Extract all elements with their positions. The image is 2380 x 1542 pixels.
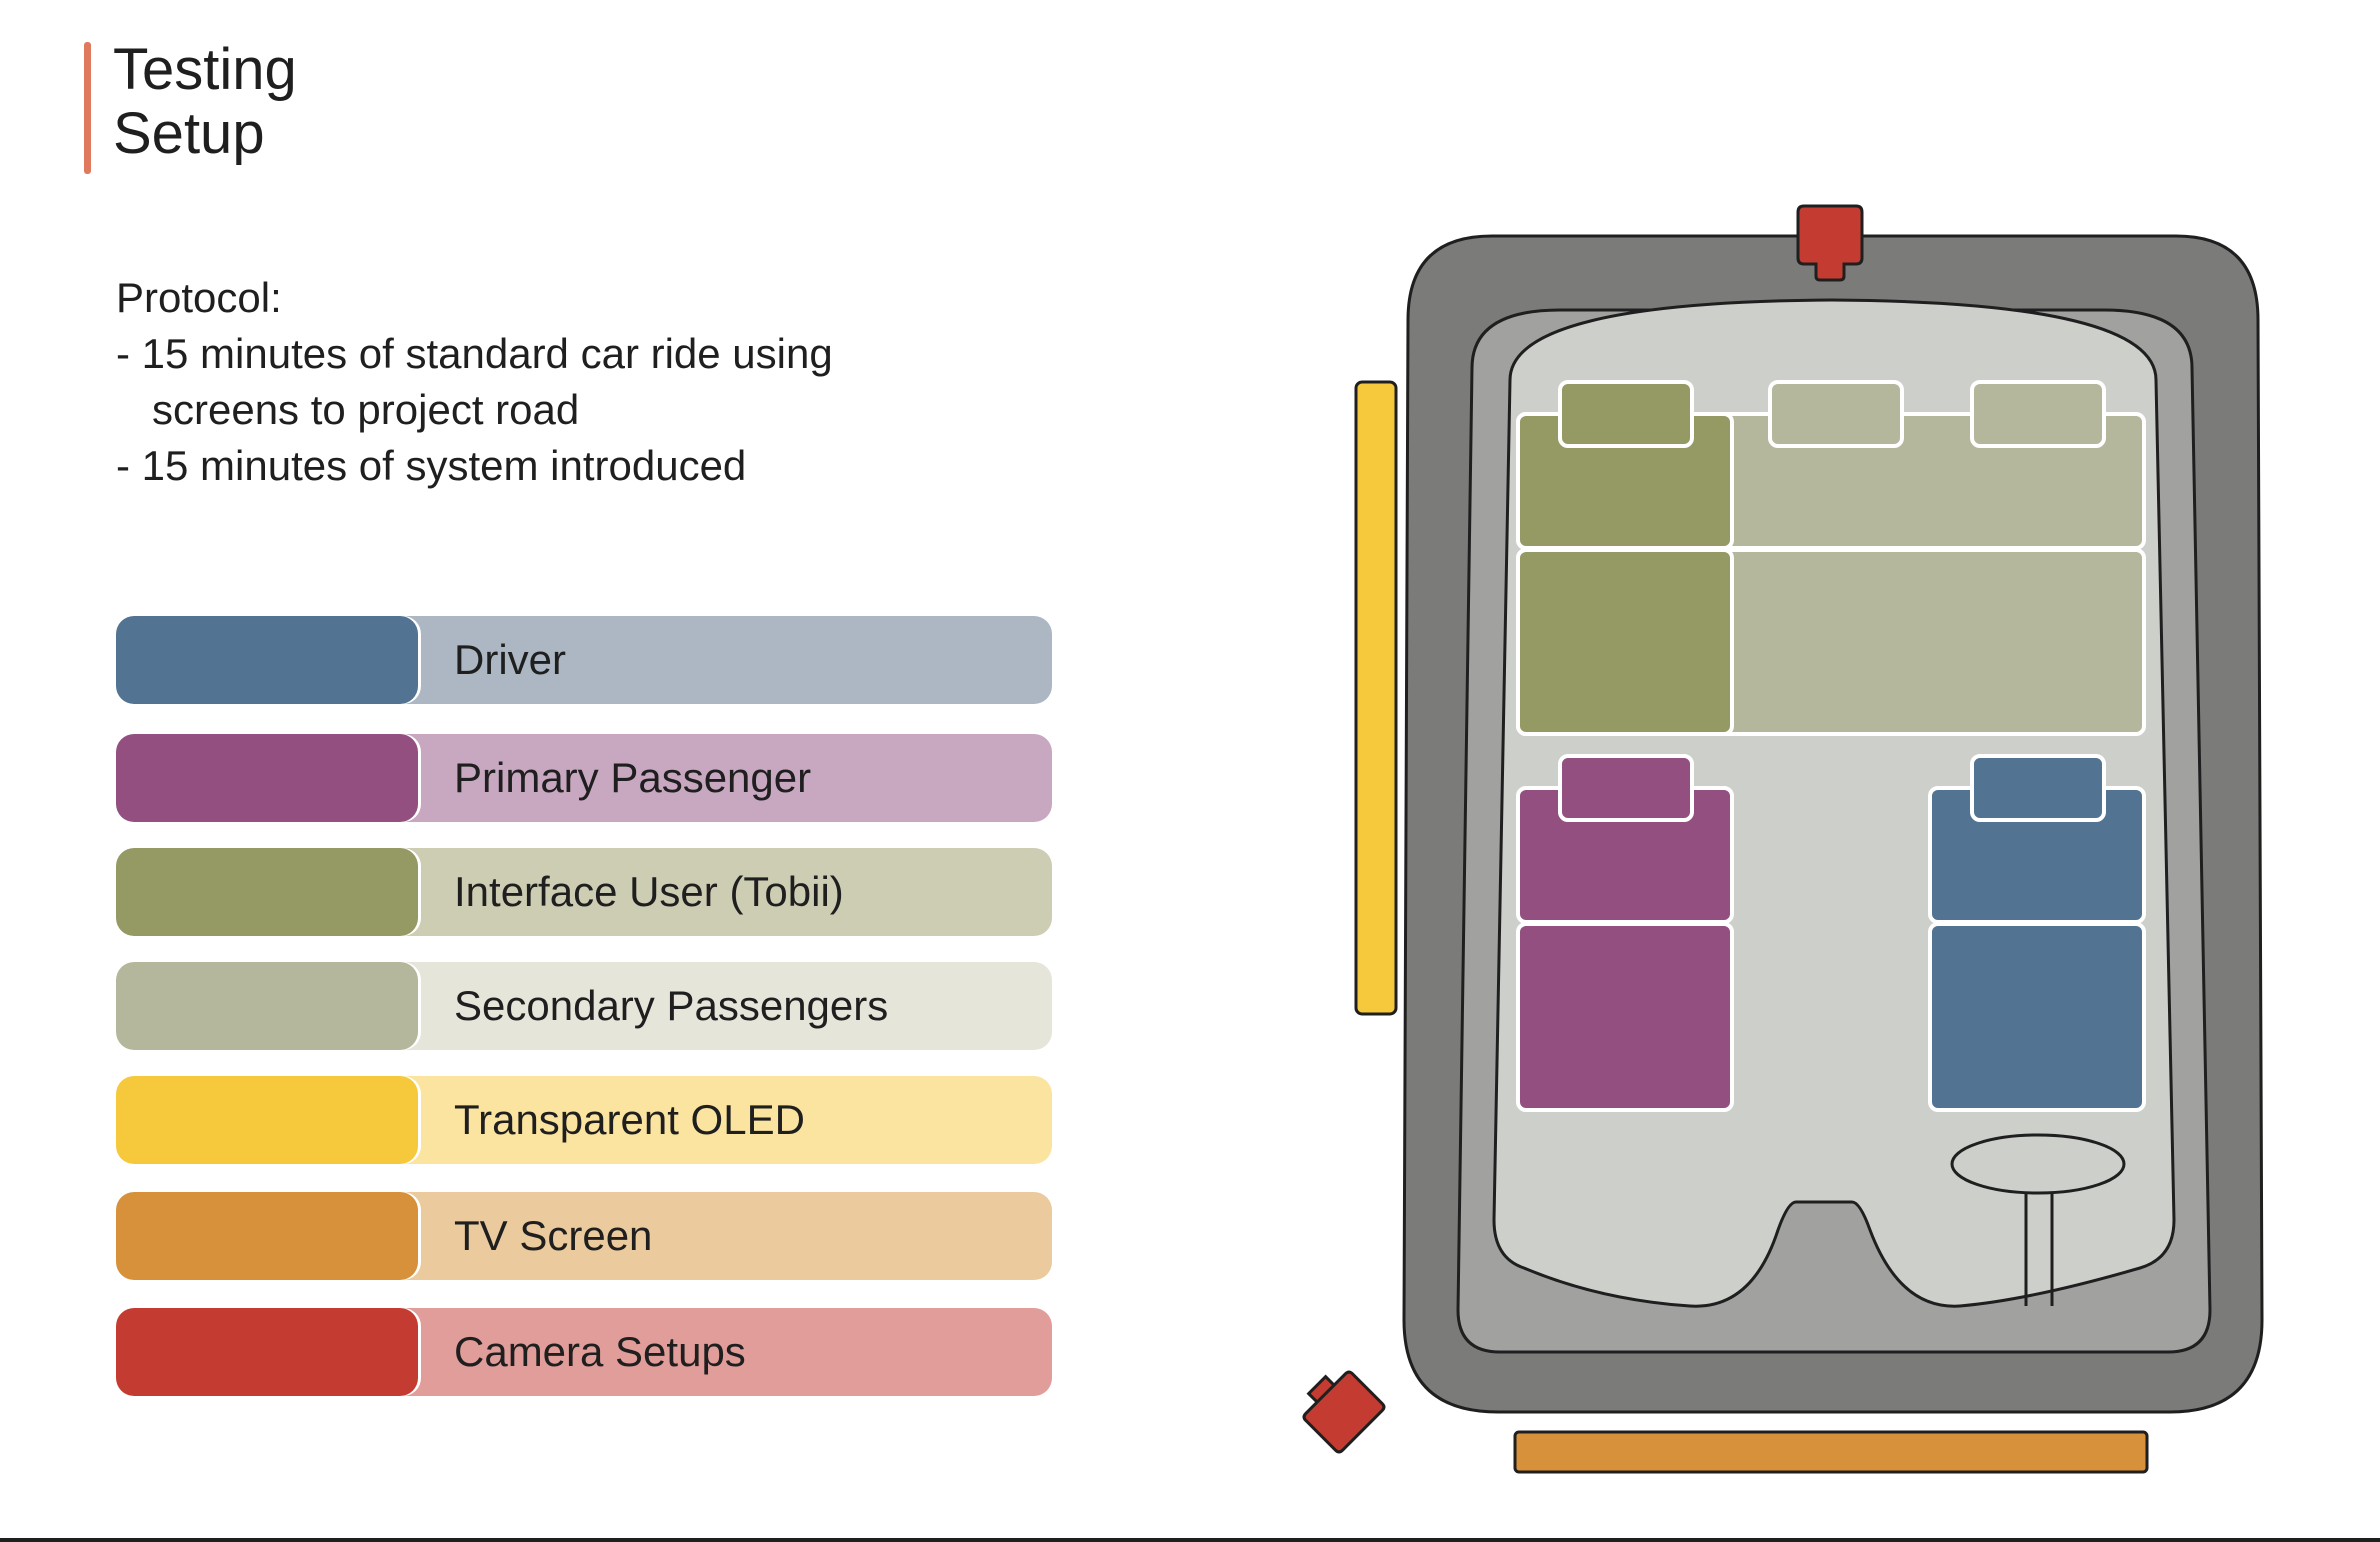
- interface-user-headrest: [1558, 380, 1694, 448]
- bottom-rule: [0, 1538, 2380, 1542]
- primary-passenger-seat: [1516, 922, 1734, 1112]
- driver-seat: [1928, 922, 2146, 1112]
- protocol-line-1: - 15 minutes of standard car ride using: [116, 330, 833, 377]
- legend-label-primary-passenger: Primary Passenger: [454, 754, 812, 801]
- title-accent-bar: [84, 42, 91, 174]
- steering-wheel-icon: [1950, 1133, 2126, 1306]
- legend-row-primary-passenger: Primary Passenger: [116, 734, 1052, 822]
- legend-label-transparent-oled: Transparent OLED: [454, 1096, 805, 1143]
- legend-label-secondary-passengers: Secondary Passengers: [454, 982, 889, 1029]
- legend-swatch-primary-passenger: [116, 734, 418, 822]
- legend-swatch-driver: [116, 616, 418, 704]
- legend-label-driver: Driver: [454, 636, 566, 683]
- primary-passenger-headrest: [1558, 754, 1694, 822]
- protocol-line-2: screens to project road: [152, 386, 580, 433]
- legend-row-secondary-passengers: Secondary Passengers: [116, 962, 1052, 1050]
- protocol-text: Protocol: - 15 minutes of standard car r…: [116, 270, 833, 494]
- legend-swatch-interface-user: [116, 848, 418, 936]
- legend-label-camera-setups: Camera Setups: [454, 1328, 746, 1375]
- legend-swatch-secondary-passengers: [116, 962, 418, 1050]
- legend-label-interface-user: Interface User (Tobii): [454, 868, 844, 915]
- legend-swatch-tv-screen: [116, 1192, 418, 1280]
- camera-icon: [1302, 1370, 1386, 1454]
- legend-row-tv-screen: TV Screen: [116, 1192, 1052, 1280]
- title-line-1: Testing: [113, 37, 297, 102]
- title-line-2: Setup: [113, 101, 265, 166]
- protocol-line-3: - 15 minutes of system introduced: [116, 442, 747, 489]
- interface-user-seat: [1516, 548, 1734, 736]
- legend-swatch-camera-setups: [116, 1308, 418, 1396]
- camera-icon: [1796, 204, 1864, 282]
- protocol-heading: Protocol:: [116, 274, 282, 321]
- legend-label-tv-screen: TV Screen: [454, 1212, 653, 1259]
- legend-row-interface-user: Interface User (Tobii): [116, 848, 1052, 936]
- driver-headrest: [1970, 754, 2106, 822]
- legend-row-transparent-oled: Transparent OLED: [116, 1076, 1052, 1164]
- tv-screen-panel: [1513, 1430, 2149, 1474]
- secondary-headrest-right: [1970, 380, 2106, 448]
- legend-swatch-transparent-oled: [116, 1076, 418, 1164]
- transparent-oled-panel: [1354, 380, 1398, 1016]
- page-title: Testing Setup: [113, 38, 297, 166]
- secondary-headrest-middle: [1768, 380, 1904, 448]
- legend-row-camera-setups: Camera Setups: [116, 1308, 1052, 1396]
- legend-row-driver: Driver: [116, 616, 1052, 704]
